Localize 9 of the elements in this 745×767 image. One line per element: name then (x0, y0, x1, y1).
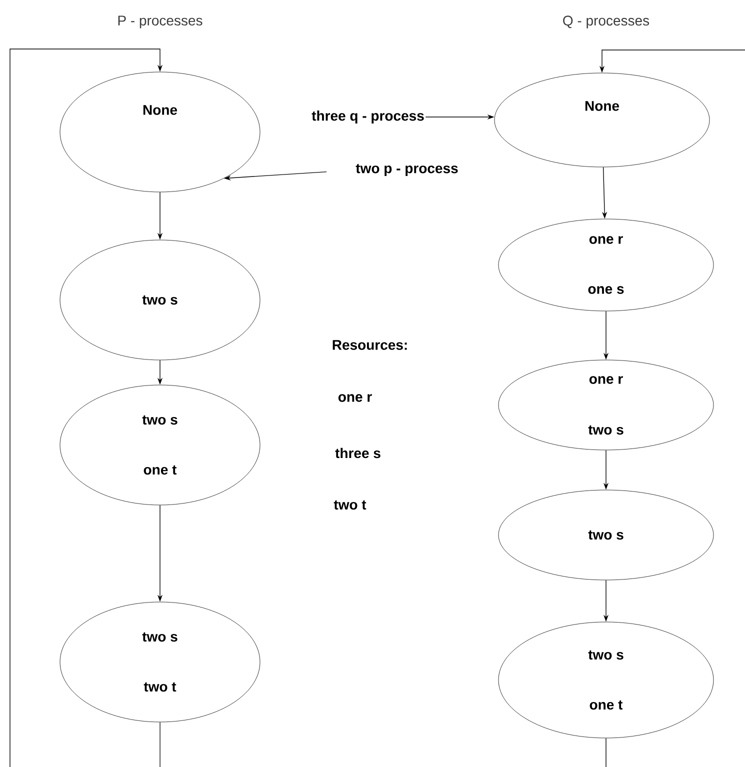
resource-label: one r (338, 394, 372, 402)
process-label: two p - process (356, 164, 458, 176)
column-heading: Q - processes (563, 16, 650, 28)
resource-label: two t (334, 500, 366, 510)
process-label: three q - process (312, 110, 424, 124)
column-heading: P - processes (118, 16, 202, 28)
resource-label: three s (335, 448, 380, 458)
resource-label: Resources: (332, 340, 407, 350)
arrow (10, 48, 163, 767)
